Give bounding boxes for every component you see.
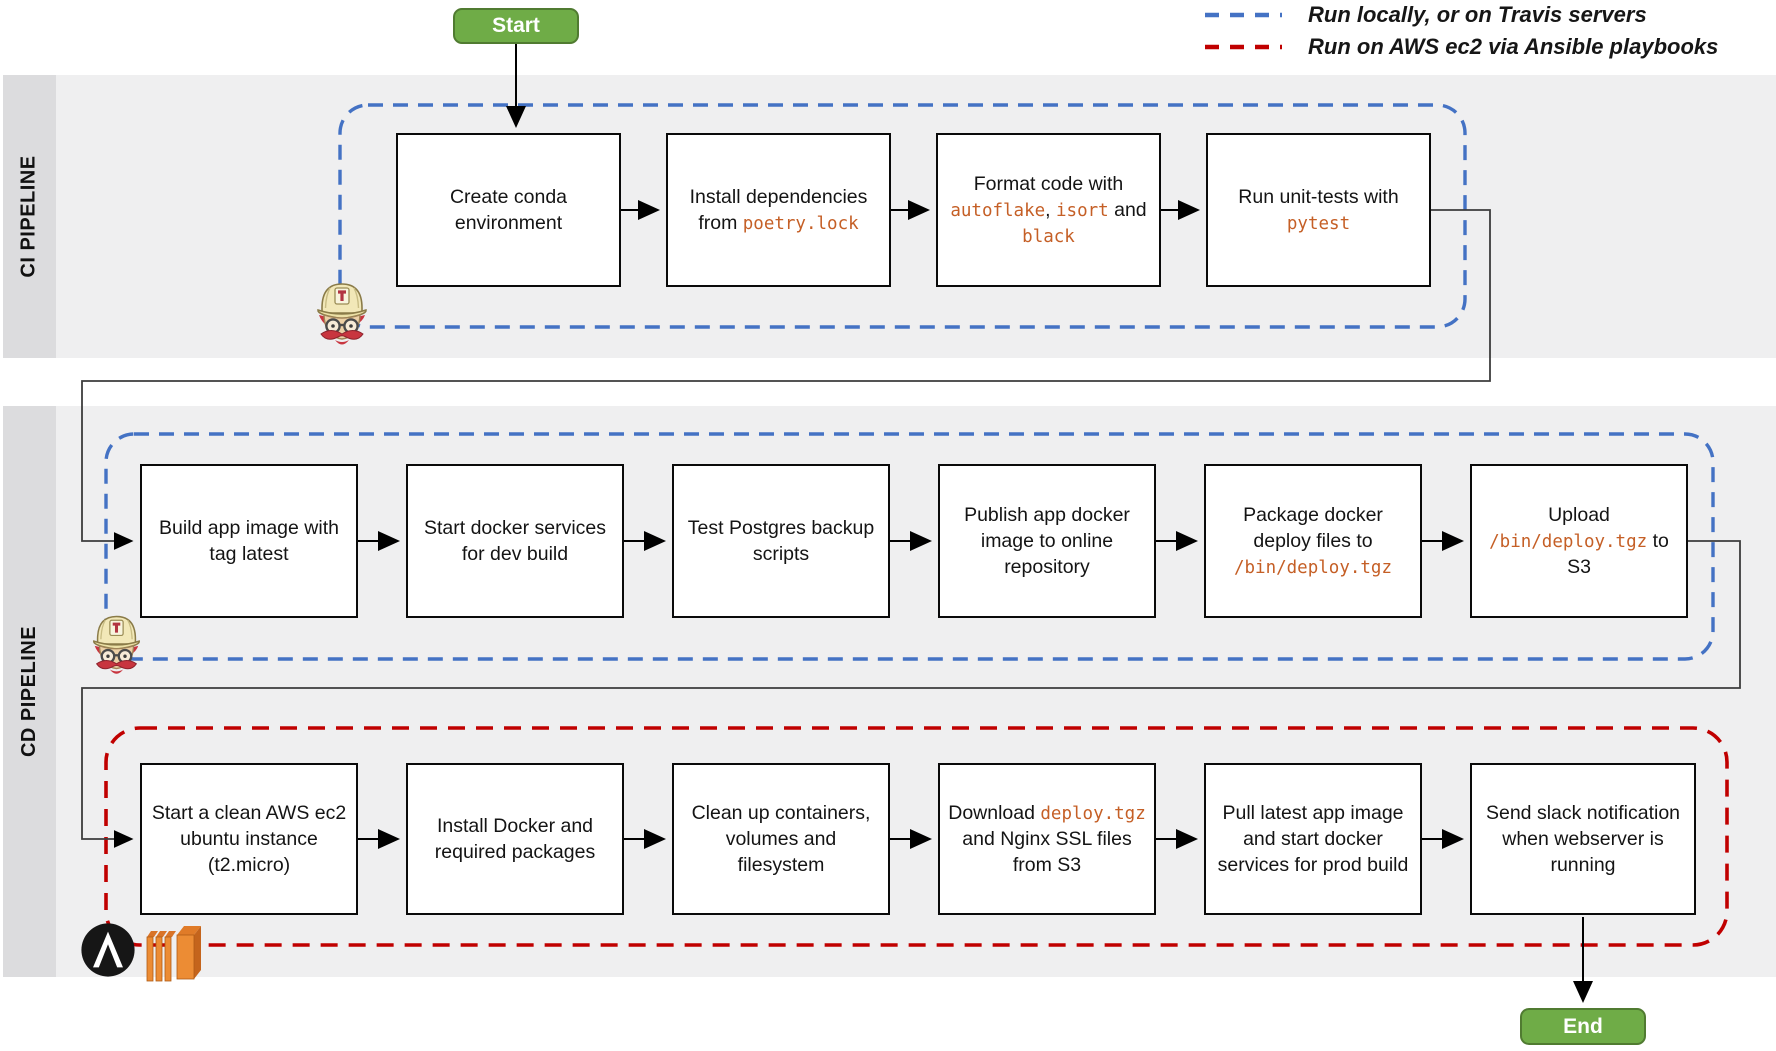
cd-dev-box-build-image: Build app image with tag latest	[140, 464, 358, 618]
cd-dev-box-test-postgres: Test Postgres backup scripts	[672, 464, 890, 618]
aws-ec2-icon	[145, 917, 205, 987]
ci-pipeline-band-strip: CI PIPELINE	[3, 75, 56, 358]
ansible-icon	[79, 921, 137, 979]
cd-dev-box-start-services: Start docker services for dev build	[406, 464, 624, 618]
ci-box-format-code: Format code with autoflake, isort and bl…	[936, 133, 1161, 287]
ci-to-cd-connector	[81, 209, 1491, 550]
cd-prod-box-slack-notification: Send slack notification when webserver i…	[1470, 763, 1696, 915]
cd-prod-box-start-ec2: Start a clean AWS ec2 ubuntu instance (t…	[140, 763, 358, 915]
cd-dev-box-upload-s3: Upload /bin/deploy.tgz to S3	[1470, 464, 1688, 618]
ci-travis-scope-outline	[338, 103, 1467, 329]
cd-prod-box-clean-up: Clean up containers, volumes and filesys…	[672, 763, 890, 915]
cd-prod-box-install-docker: Install Docker and required packages	[406, 763, 624, 915]
cd-dev-to-prod-connector	[81, 540, 1741, 848]
cd-pipeline-band-strip: CD PIPELINE	[3, 406, 56, 977]
legend-ansible-label: Run on AWS ec2 via Ansible playbooks	[1308, 34, 1719, 59]
cd-dev-box-publish-image: Publish app docker image to online repos…	[938, 464, 1156, 618]
cd-prod-box-pull-image: Pull latest app image and start docker s…	[1204, 763, 1422, 915]
travis-mascot-icon	[312, 275, 372, 349]
cd-prod-ansible-scope-outline	[104, 726, 1729, 947]
cd-prod-box-download-deploy: Download deploy.tgz and Nginx SSL files …	[938, 763, 1156, 915]
cd-dev-box-package-files: Package docker deploy files to /bin/depl…	[1204, 464, 1422, 618]
start-terminal: Start	[453, 8, 579, 44]
ci-box-create-conda: Create conda environment	[396, 133, 621, 287]
travis-mascot-icon	[88, 608, 145, 678]
legend-travis-label: Run locally, or on Travis servers	[1308, 2, 1647, 27]
cd-dev-travis-scope-outline	[104, 432, 1715, 661]
ci-box-run-unit-tests: Run unit-tests with pytest	[1206, 133, 1431, 287]
ci-box-install-dependencies: Install dependencies from poetry.lock	[666, 133, 891, 287]
end-terminal: End	[1520, 1008, 1646, 1045]
